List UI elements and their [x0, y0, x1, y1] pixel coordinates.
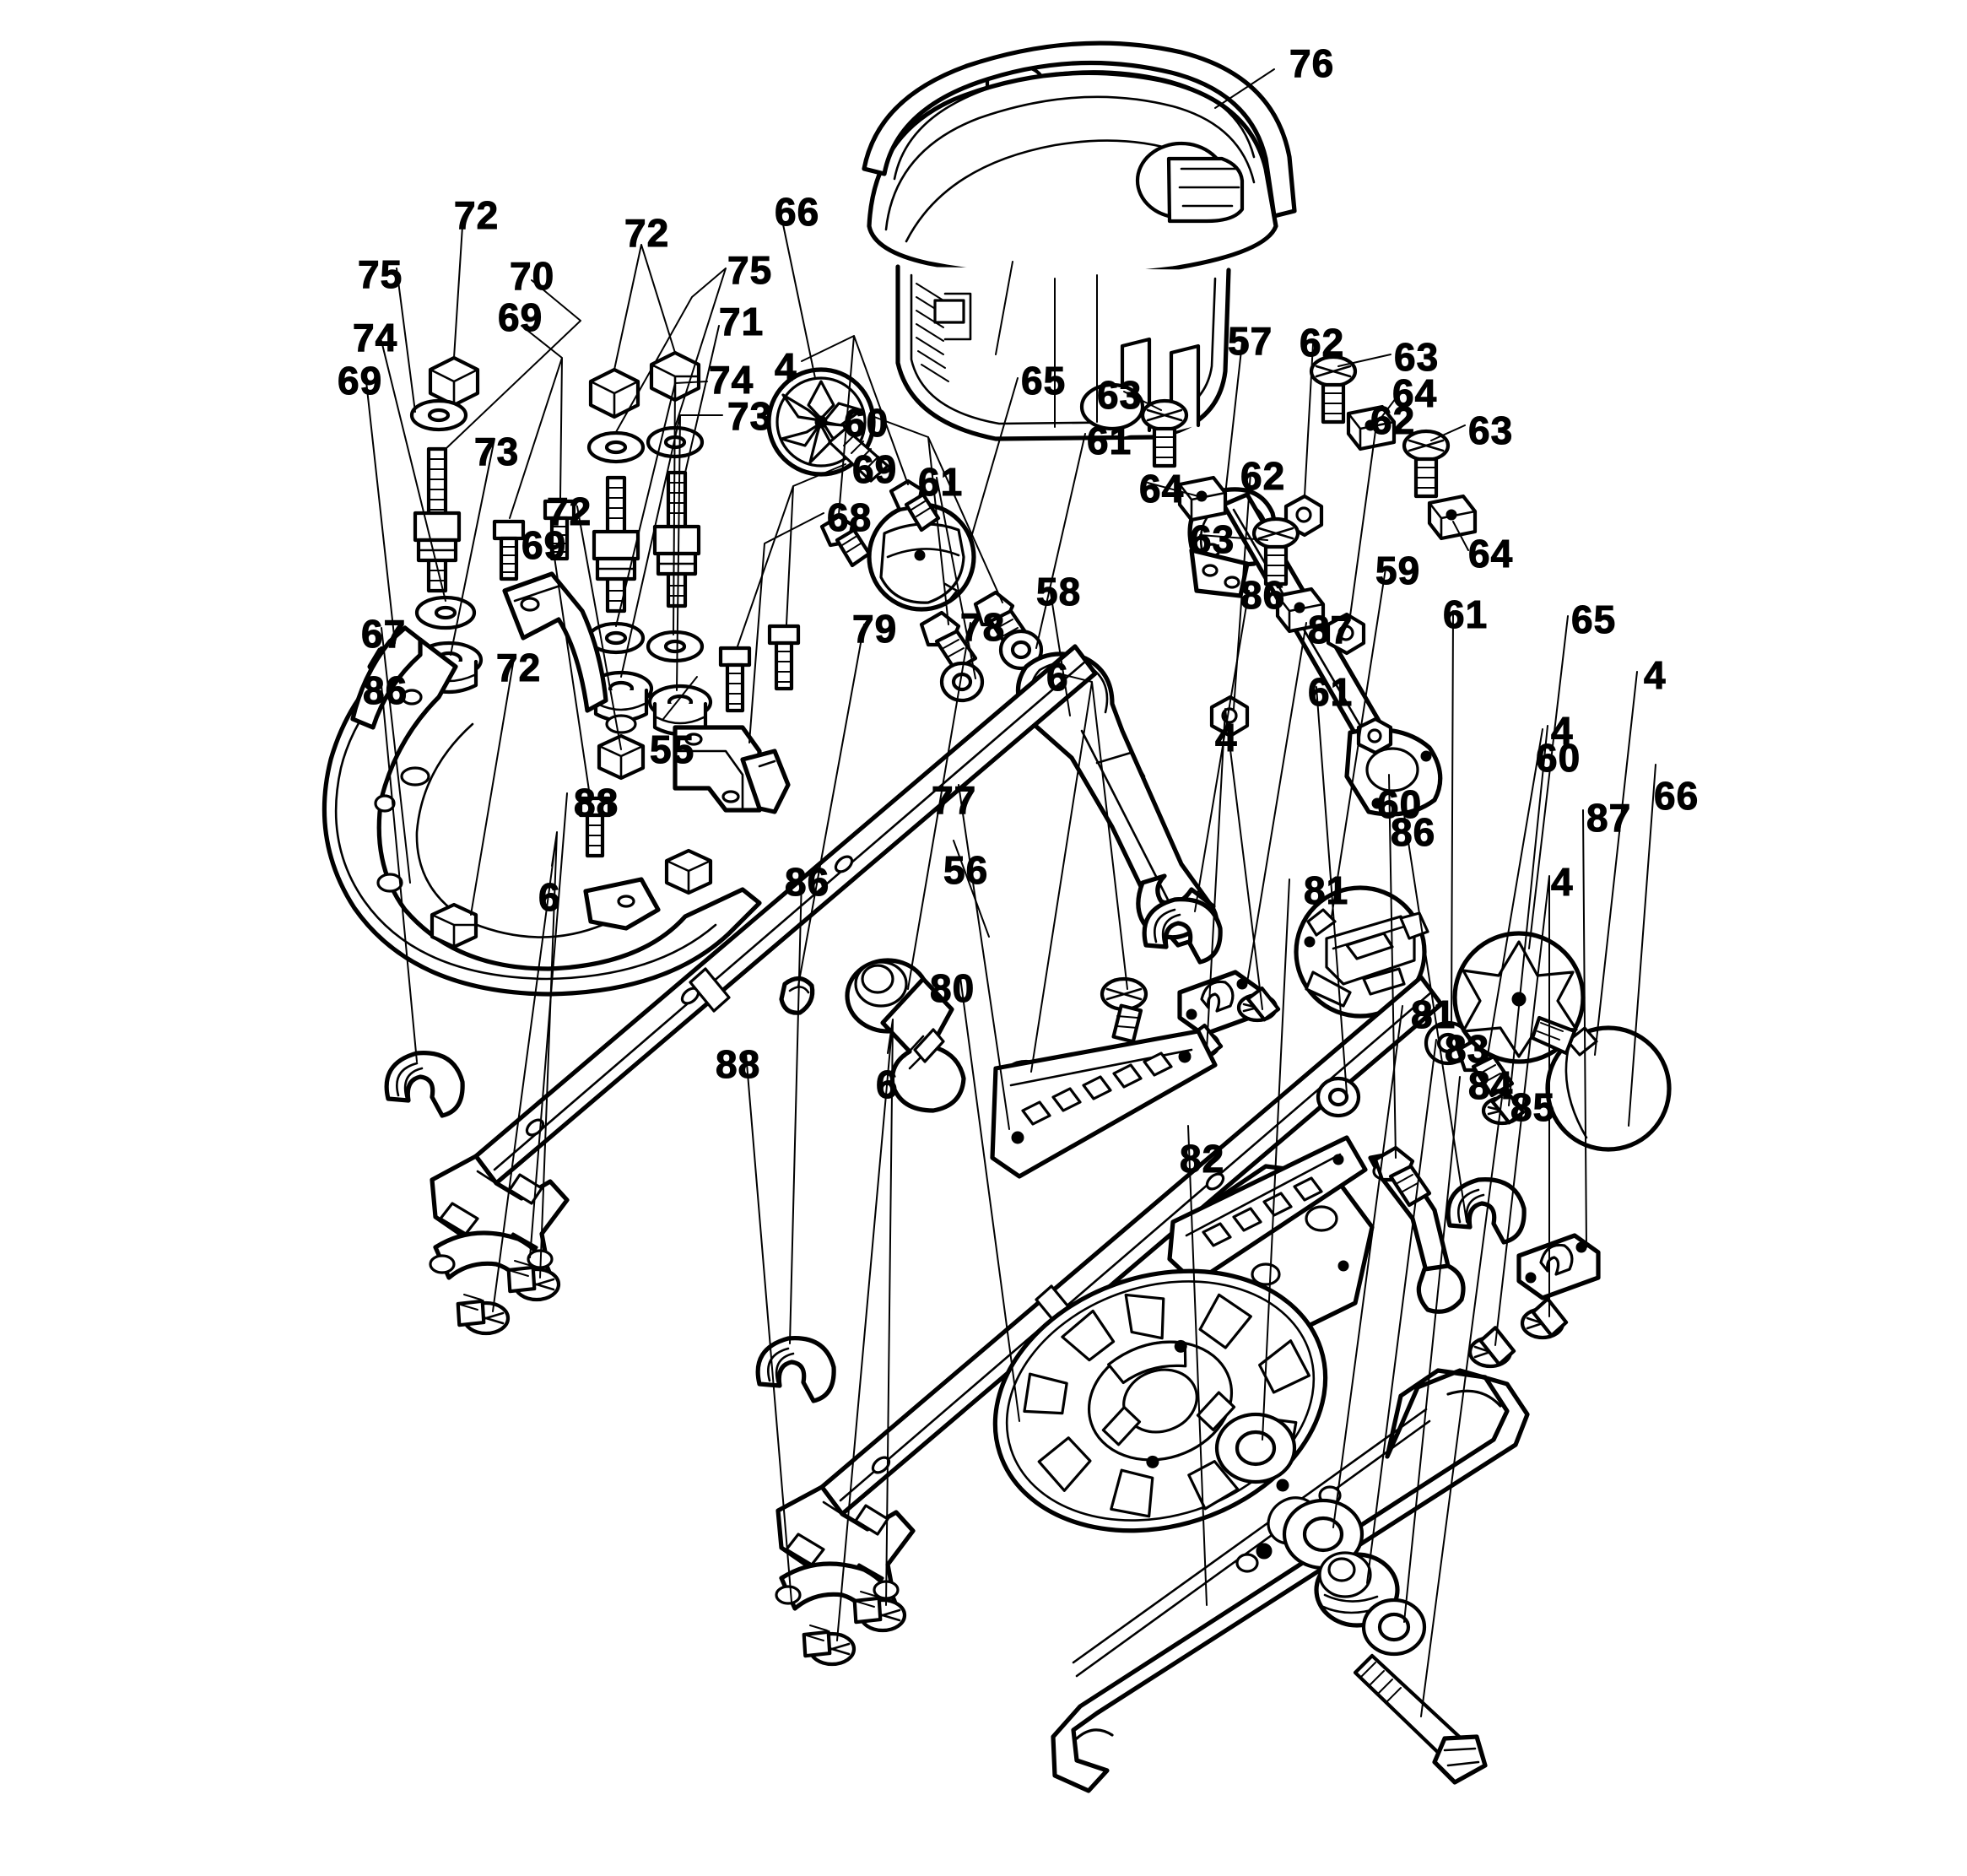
leader-lines [365, 68, 1656, 1717]
callout-61-b: 61 [917, 460, 964, 504]
part-72-nuts-near-plate [430, 733, 713, 949]
callout-82: 82 [1179, 1137, 1225, 1181]
part-69-bolt-pair-mid [492, 499, 576, 581]
part-4-screws-lowerright [1467, 1297, 1569, 1369]
part-64-speed-nuts [1177, 404, 1478, 634]
callout-57: 57 [1227, 319, 1273, 363]
part-86-grip-pads [384, 897, 1527, 1403]
callout-60-a: 60 [843, 401, 889, 445]
callout-66-a: 66 [774, 190, 820, 234]
callout-70: 70 [509, 254, 555, 298]
callout-55: 55 [649, 727, 695, 771]
callout-60-c: 60 [1376, 782, 1423, 826]
part-66-round-knob-right [1530, 1015, 1672, 1152]
callout-73-a: 73 [727, 394, 773, 438]
callout-75-a: 75 [357, 252, 403, 296]
callout-56: 56 [943, 848, 989, 892]
callout-63-c: 63 [1467, 408, 1514, 452]
callout-69-b: 69 [337, 359, 383, 403]
callout-4-b: 4 [1643, 653, 1667, 697]
callout-72-a: 72 [453, 193, 500, 237]
callout-66-b: 66 [1653, 774, 1700, 818]
callout-61-d: 61 [1307, 670, 1354, 714]
callout-84: 84 [1467, 1063, 1514, 1107]
callout-72-c: 72 [546, 489, 592, 533]
callout-74-a: 74 [352, 316, 398, 360]
callout-81-b: 81 [1410, 992, 1456, 1036]
part-81-blade-washers [1214, 1412, 1364, 1571]
callout-77: 77 [931, 778, 977, 822]
part-stack-right [586, 350, 713, 737]
callout-63-b: 63 [1096, 373, 1143, 417]
part-76-engine-assembly [862, 41, 1297, 441]
callout-86-b: 86 [362, 668, 408, 712]
part-85-blade-bolt [1353, 1653, 1488, 1785]
part-69-bolt-pair-lower [718, 624, 801, 713]
callout-4-e: 4 [1550, 860, 1574, 904]
callout-60-b: 60 [1535, 736, 1581, 780]
callout-86-d: 86 [784, 860, 830, 904]
callout-72-b: 72 [624, 211, 670, 255]
callout-80: 80 [929, 966, 975, 1010]
part-6-screws-left [456, 1260, 561, 1336]
callout-64-a: 64 [1391, 371, 1438, 415]
callout-86-a: 86 [1240, 573, 1286, 617]
callout-62-a: 62 [1299, 321, 1345, 365]
callout-59: 59 [1375, 549, 1421, 592]
callout-85: 85 [1510, 1085, 1556, 1129]
callout-88-a: 88 [573, 781, 619, 824]
callout-65-a: 65 [1020, 359, 1067, 403]
callout-6-a: 6 [1046, 655, 1069, 699]
callout-76: 76 [1289, 41, 1335, 85]
callout-87-b: 87 [1586, 796, 1632, 840]
callout-67: 67 [360, 612, 407, 656]
callout-4-a: 4 [774, 345, 797, 389]
callout-88-b: 88 [715, 1042, 761, 1086]
part-4-screws-upper [819, 478, 941, 568]
part-78-cable-grommet [845, 958, 966, 1113]
callout-4-c: 4 [1214, 716, 1238, 760]
part-63-pan-screws [1140, 354, 1451, 587]
callout-72-d: 72 [495, 646, 542, 689]
callout-65-b: 65 [1570, 597, 1617, 641]
callout-6-c: 6 [875, 1062, 899, 1106]
callout-4-d: 4 [1550, 709, 1574, 753]
callout-71: 71 [718, 300, 765, 343]
callout-79: 79 [851, 607, 898, 651]
part-84-lock-washer [1361, 1598, 1427, 1657]
callout-62-b: 62 [1370, 398, 1416, 442]
callout-86-c: 86 [1390, 810, 1436, 854]
callout-69-d: 69 [521, 523, 567, 567]
callout-69-c: 69 [851, 447, 898, 491]
callout-68: 68 [826, 495, 873, 539]
callout-78: 78 [959, 605, 1006, 649]
callout-74-b: 74 [708, 358, 754, 402]
callout-61-c: 61 [1442, 592, 1489, 636]
callout-6-b: 6 [538, 875, 561, 919]
callout-58: 58 [1035, 570, 1082, 614]
part-77-toothed-height-rail [990, 1029, 1218, 1179]
callout-64-b: 64 [1138, 467, 1185, 511]
part-87-cable-clamps [1177, 970, 1601, 1300]
part-6-screws-lower [802, 1591, 907, 1667]
part-66-spoked-knob-upper [766, 367, 889, 483]
callout-73-b: 73 [473, 430, 520, 473]
part-55-upper-handle-tube [429, 644, 1098, 1294]
callout-69-a: 69 [497, 295, 543, 339]
part-61-washers-right [1316, 1020, 1473, 1118]
callout-64-c: 64 [1467, 532, 1514, 576]
callout-81-a: 81 [1303, 868, 1349, 912]
part-79-retaining-clip [779, 976, 815, 1015]
callout-63-d: 63 [1189, 517, 1235, 561]
part-61-washers-center [939, 629, 1044, 703]
callout-87-a: 87 [1307, 608, 1354, 651]
callout-83: 83 [1444, 1027, 1490, 1071]
callout-63-a: 63 [1393, 335, 1440, 379]
callout-62-c: 62 [1240, 454, 1286, 498]
callout-75-b: 75 [727, 248, 773, 292]
callout-61-a: 61 [1086, 419, 1132, 462]
